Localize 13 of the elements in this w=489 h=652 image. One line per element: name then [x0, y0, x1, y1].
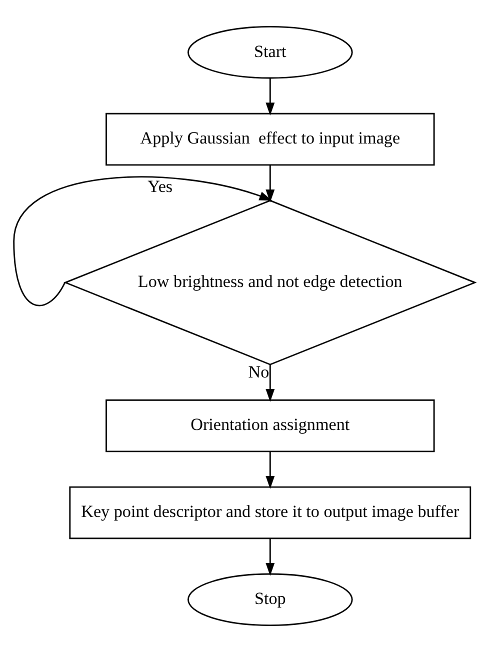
node-ellipse: Stop — [188, 573, 353, 626]
arrow — [266, 78, 275, 116]
node-box: Orientation assignment — [106, 399, 435, 452]
arrow — [266, 364, 275, 402]
node-box: Apply Gaussian effect to input image — [106, 112, 435, 166]
arrow — [266, 452, 275, 489]
node-box: Key point descriptor and store it to output image buffer — [69, 486, 472, 540]
edge-label: Yes — [148, 176, 173, 196]
node-ellipse: Start — [188, 26, 353, 79]
arrow — [266, 538, 275, 576]
arrow — [13, 176, 272, 306]
arrow — [266, 165, 275, 202]
node-diamond: Low brightness and not edge detection — [63, 200, 477, 366]
